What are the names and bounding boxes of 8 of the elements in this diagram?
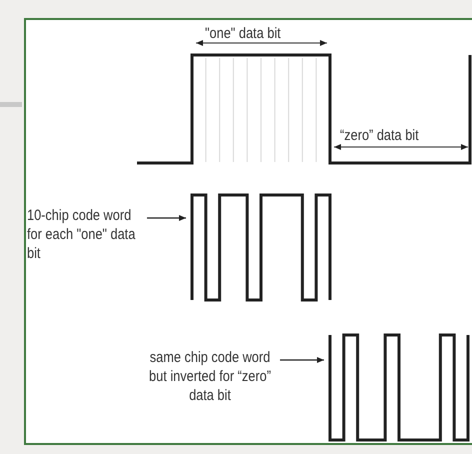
- arrow: [147, 215, 186, 221]
- dimension-label: “zero” data bit: [340, 126, 419, 145]
- chip-waveform: [190, 193, 332, 303]
- dimension-label: "one" data bit: [205, 24, 281, 43]
- arrow: [280, 357, 324, 363]
- annotation-text: same chip code word but inverted for “zero” data bit: [148, 348, 272, 405]
- chip-waveform: [328, 333, 472, 443]
- annotation-text: 10-chip code word for each "one" data bit: [27, 206, 139, 263]
